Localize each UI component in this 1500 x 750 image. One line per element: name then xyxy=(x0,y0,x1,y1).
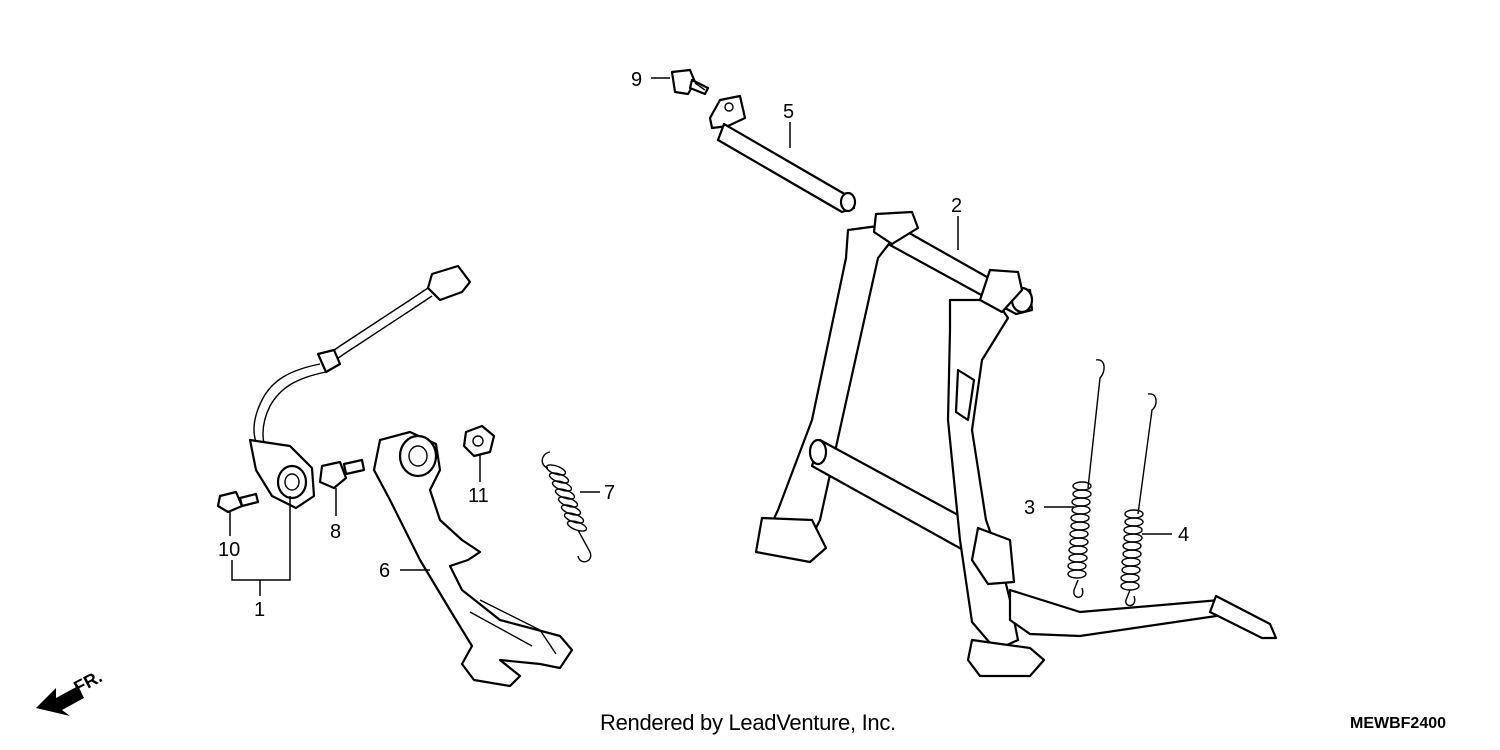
callout-4: 4 xyxy=(1178,524,1189,546)
part-spring-4 xyxy=(1120,393,1157,607)
callout-2: 2 xyxy=(951,195,962,217)
part-bolt-10 xyxy=(216,490,260,514)
callout-labels: 1 2 3 4 5 6 7 8 9 10 11 xyxy=(218,69,1189,621)
part-side-stand-6 xyxy=(372,430,574,688)
part-bolt-9 xyxy=(670,68,710,96)
callout-8: 8 xyxy=(330,521,341,543)
callout-9: 9 xyxy=(631,69,642,91)
part-nut-11 xyxy=(462,424,496,458)
part-main-stand-2 xyxy=(754,210,1278,678)
part-switch-1 xyxy=(248,264,472,510)
leader-lines xyxy=(229,77,1172,596)
front-direction-arrow: FR. xyxy=(36,666,105,716)
part-spring-7 xyxy=(541,451,592,563)
callout-1: 1 xyxy=(254,599,265,621)
diagram-code: MEWBF2400 xyxy=(1350,715,1447,732)
part-bolt-8 xyxy=(318,458,366,490)
callout-3: 3 xyxy=(1024,497,1035,519)
callout-5: 5 xyxy=(783,101,794,123)
callout-6: 6 xyxy=(379,560,390,582)
part-spring-3 xyxy=(1067,359,1105,598)
callout-10: 10 xyxy=(218,539,240,561)
part-pivot-shaft-5 xyxy=(708,94,857,214)
callout-7: 7 xyxy=(604,482,615,504)
callout-11: 11 xyxy=(468,485,489,507)
arrow-icon xyxy=(36,686,84,716)
render-credit: Rendered by LeadVenture, Inc. xyxy=(600,710,896,735)
